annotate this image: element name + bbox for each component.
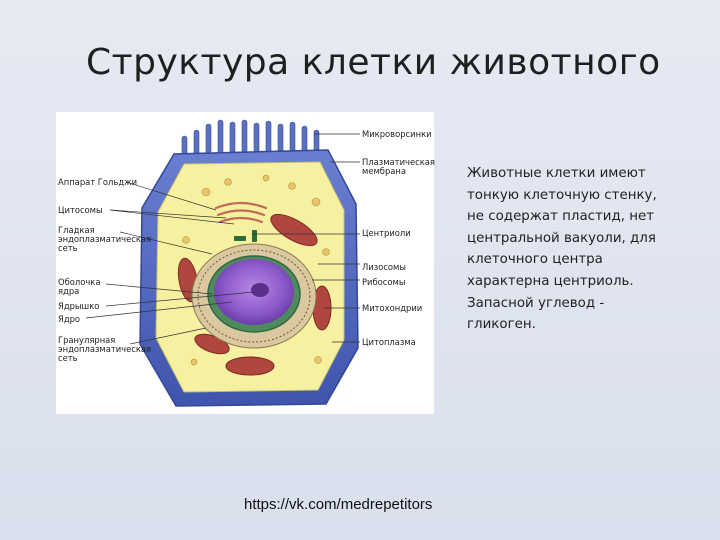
centrioles [234,230,257,242]
label-granular-er-1: Гранулярная [58,335,116,345]
label-cytosomes: Цитосомы [58,205,103,215]
animal-cell-diagram: Микроворсинки Плазматическая мембрана Це… [56,112,435,414]
golgi-apparatus [214,201,268,224]
label-plasma-membrane: Плазматическая [362,157,435,167]
description-text: Животные клетки имеют тонкую клеточную с… [467,166,657,333]
source-link[interactable]: https://vk.com/medrepetitors [244,496,433,513]
nucleolus [251,283,269,297]
label-nucleus: Ядро [58,314,81,324]
label-membrane-cont: мембрана [362,166,407,176]
microvilli [181,119,320,161]
slide-title: Структура клетки животного [86,42,661,83]
label-centrioles: Центриоли [362,228,411,238]
label-smooth-er-2: эндоплазматическая [58,234,152,244]
label-cytoplasm: Цитоплазма [362,337,416,347]
label-leader-lines [85,133,360,345]
label-granular-er-2: эндоплазматическая [58,344,152,354]
label-golgi: Аппарат Гольджи [58,177,138,187]
label-smooth-er-3: сеть [58,243,78,253]
label-nucleolus: Ядрышко [58,301,100,311]
label-granular-er-3: сеть [58,353,78,363]
label-ribosomes: Рибосомы [362,277,406,287]
label-smooth-er-1: Гладкая [58,225,95,235]
label-lysosomes: Лизосомы [362,262,406,272]
label-mitochondria: Митохондрии [362,303,423,313]
label-nuclear-env-1: Оболочка [58,277,101,287]
cytoplasm-granules [182,174,330,366]
label-microvilli: Микроворсинки [362,129,432,139]
label-nuclear-env-2: ядра [58,286,80,296]
cell-illustration [85,119,360,407]
